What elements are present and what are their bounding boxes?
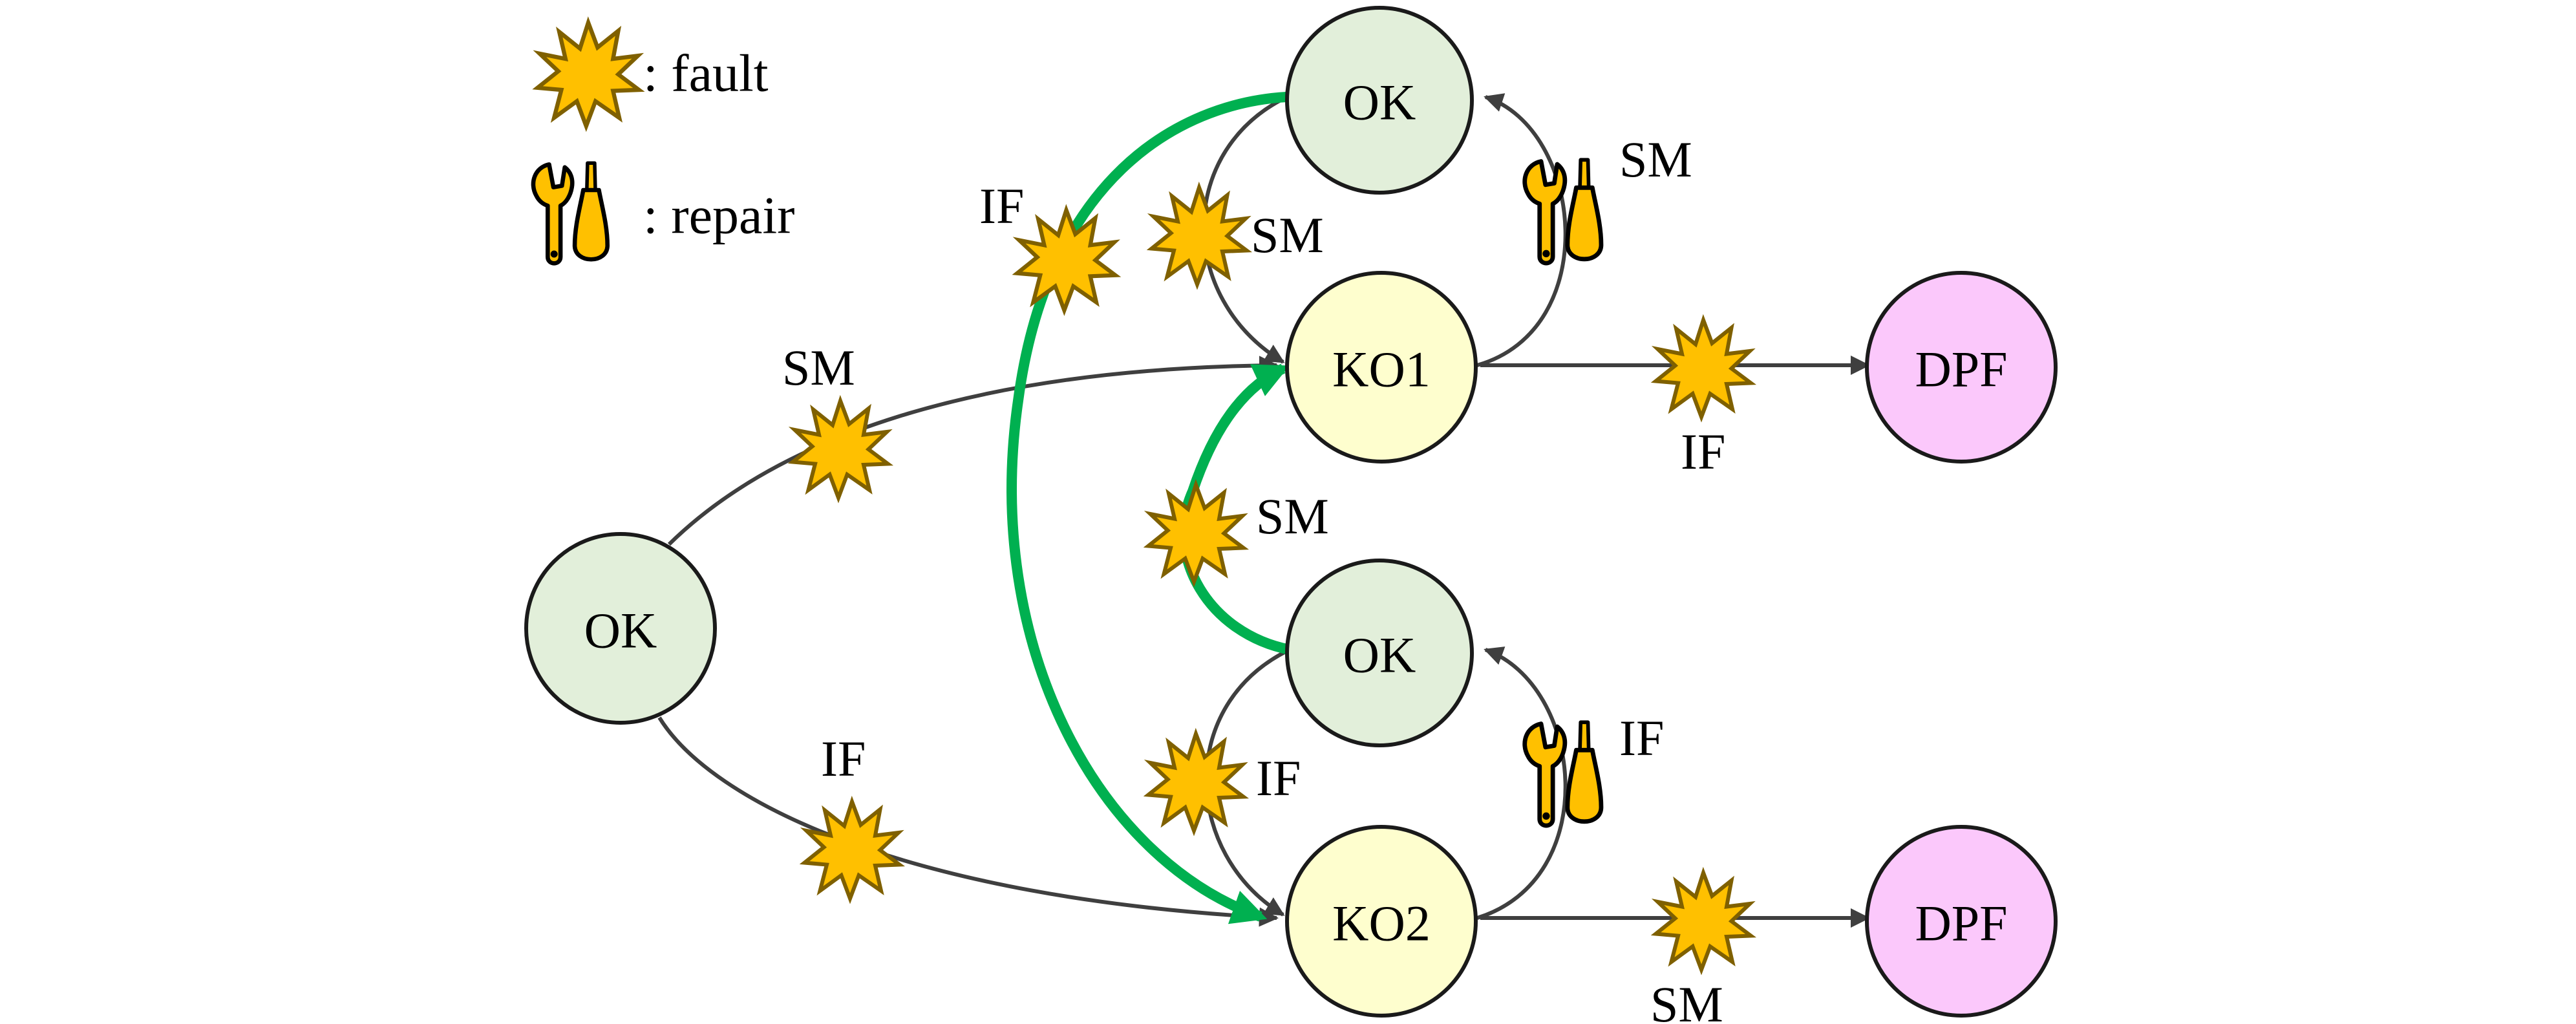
edge-label-ok-top-to-ko1: SM — [1251, 207, 1324, 263]
node-label: OK — [1343, 627, 1416, 683]
node-dpf-bottom: DPF — [1865, 825, 2058, 1018]
fault-icon — [1656, 873, 1751, 970]
edge-labels: SM IF IF SM SM IF SM IF IF SM — [782, 131, 1725, 1024]
edge-ko1-to-ok-top — [1476, 93, 1568, 367]
legend-repair-text: : repair — [643, 186, 794, 245]
node-label: OK — [1343, 74, 1416, 131]
fault-legend-icon — [538, 23, 639, 126]
nodes: OK OK KO1 DPF OK KO2 DPF — [524, 6, 2058, 1018]
edge-label-ko2-repair: IF — [1619, 710, 1664, 766]
node-label: OK — [584, 603, 657, 659]
node-ok-middle: OK — [1285, 559, 1474, 747]
legend: : fault : repair — [533, 23, 794, 263]
fault-icon — [1017, 210, 1116, 310]
edge-label-ok-middle-to-ko1: SM — [1256, 488, 1329, 544]
edge-ko2-to-ok-middle — [1476, 646, 1568, 920]
edge-ok-initial-to-ko2 — [657, 716, 1279, 927]
repair-legend-icon — [533, 163, 608, 263]
node-ko1: KO1 — [1285, 271, 1478, 464]
edge-label-ok-initial-to-ko2: IF — [821, 731, 866, 787]
edge-label-ko1-to-dpf: IF — [1681, 423, 1725, 480]
edge-label-ko1-repair: SM — [1619, 131, 1692, 187]
edge-label-ok-initial-to-ko1: SM — [782, 339, 855, 396]
node-label: DPF — [1915, 341, 2007, 398]
fault-icon — [1149, 485, 1244, 582]
fault-icon — [805, 802, 900, 899]
node-ko2: KO2 — [1285, 825, 1478, 1018]
edge-label-ok-middle-to-ko2: IF — [1256, 750, 1301, 806]
edge-label-ko2-to-dpf: SM — [1650, 976, 1723, 1024]
fault-icon — [793, 401, 888, 498]
node-ok-initial: OK — [524, 532, 717, 725]
edge-ok-top-to-ko2-green — [1006, 78, 1316, 924]
node-dpf-top: DPF — [1865, 271, 2058, 464]
node-label: KO2 — [1332, 895, 1431, 952]
fault-markers — [793, 187, 1751, 970]
node-label: KO1 — [1332, 341, 1431, 398]
fault-icon — [1149, 734, 1244, 831]
fault-icon — [1152, 187, 1247, 284]
node-label: DPF — [1915, 895, 2007, 952]
node-ok-top: OK — [1285, 6, 1474, 195]
fault-icon — [1656, 320, 1751, 417]
edge-label-ok-top-to-ko2: IF — [979, 178, 1024, 234]
legend-fault-text: : fault — [643, 44, 769, 103]
edge-ok-initial-to-ko1 — [667, 356, 1279, 546]
